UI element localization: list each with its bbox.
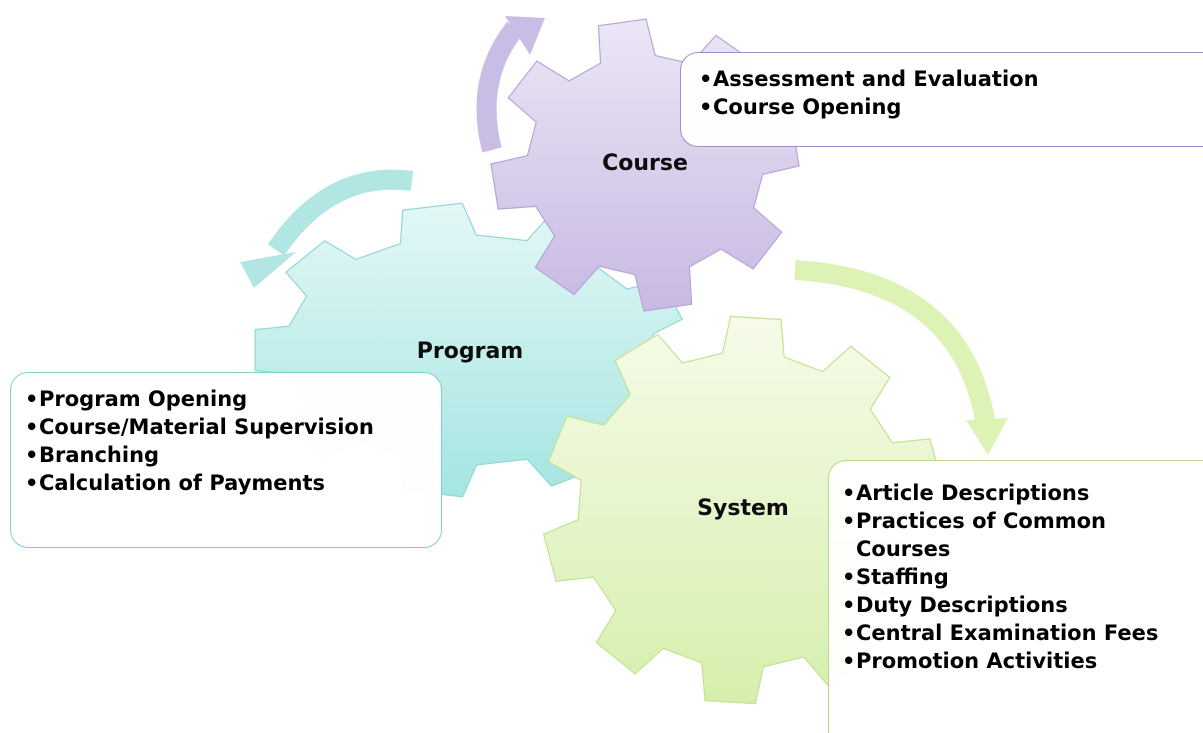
list-item: Course Opening [699, 93, 1193, 121]
course-gear-label: Course [602, 151, 688, 176]
list-item: Promotion Activities [842, 647, 1199, 675]
list-item: Practices of Common Courses [842, 507, 1199, 563]
course-tasks-list: Assessment and Evaluation Course Opening [699, 65, 1193, 121]
system-gear-label: System [697, 496, 789, 521]
list-item: Program Opening [25, 385, 431, 413]
list-item: Branching [25, 441, 431, 469]
list-item: Staffing [842, 563, 1199, 591]
list-item: Calculation of Payments [25, 469, 431, 497]
list-item: Assessment and Evaluation [699, 65, 1193, 93]
program-tasks-box: Program Opening Course/Material Supervis… [10, 372, 442, 548]
list-item: Article Descriptions [842, 479, 1199, 507]
program-gear-label: Program [417, 339, 523, 364]
course-tasks-box: Assessment and Evaluation Course Opening [680, 52, 1203, 147]
course-cycle-arrow [476, 16, 545, 153]
program-tasks-list: Program Opening Course/Material Supervis… [25, 385, 431, 497]
system-cycle-arrow [794, 260, 1008, 455]
list-item: Duty Descriptions [842, 591, 1199, 619]
system-tasks-list: Article Descriptions Practices of Common… [842, 479, 1199, 675]
list-item: Course/Material Supervision [25, 413, 431, 441]
list-item: Central Examination Fees [842, 619, 1199, 647]
system-tasks-box: Article Descriptions Practices of Common… [828, 460, 1203, 733]
program-cycle-arrow [240, 169, 414, 288]
